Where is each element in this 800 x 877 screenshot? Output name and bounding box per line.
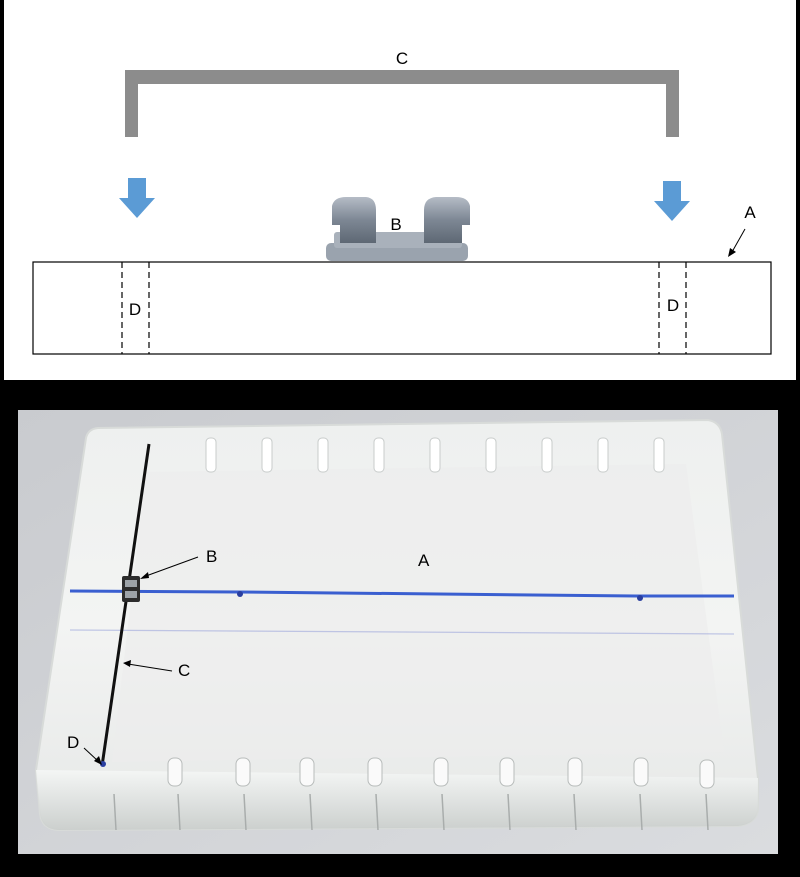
label-b: B	[390, 215, 401, 234]
photo-label-c: C	[178, 661, 190, 680]
photo-label-b: B	[206, 547, 217, 566]
schematic-diagram: C B A D D	[32, 49, 772, 355]
acrylic-plate-photo: B A C D	[18, 410, 778, 854]
photo-label-d: D	[67, 733, 79, 752]
label-d-right: D	[667, 296, 679, 315]
arrow-right-icon	[654, 181, 690, 221]
photo-label-a: A	[418, 551, 430, 570]
wire-c	[100, 443, 151, 767]
label-d-left: D	[129, 300, 141, 319]
bottom-slots	[167, 757, 715, 789]
pointer-a-head	[728, 248, 736, 257]
pointer-a	[731, 228, 746, 253]
label-a: A	[744, 203, 756, 222]
label-c: C	[396, 49, 408, 68]
schematic-panel: C B A D D	[4, 0, 796, 380]
arrow-left-icon	[119, 178, 155, 218]
photo-panel: B A C D	[18, 410, 778, 854]
bracket-b-shape	[326, 197, 470, 261]
plate-a-outline	[32, 261, 772, 355]
blue-line	[69, 589, 734, 598]
clip-c-shape	[125, 70, 679, 137]
bracket-b-photo	[122, 576, 140, 602]
top-slots	[205, 437, 665, 473]
